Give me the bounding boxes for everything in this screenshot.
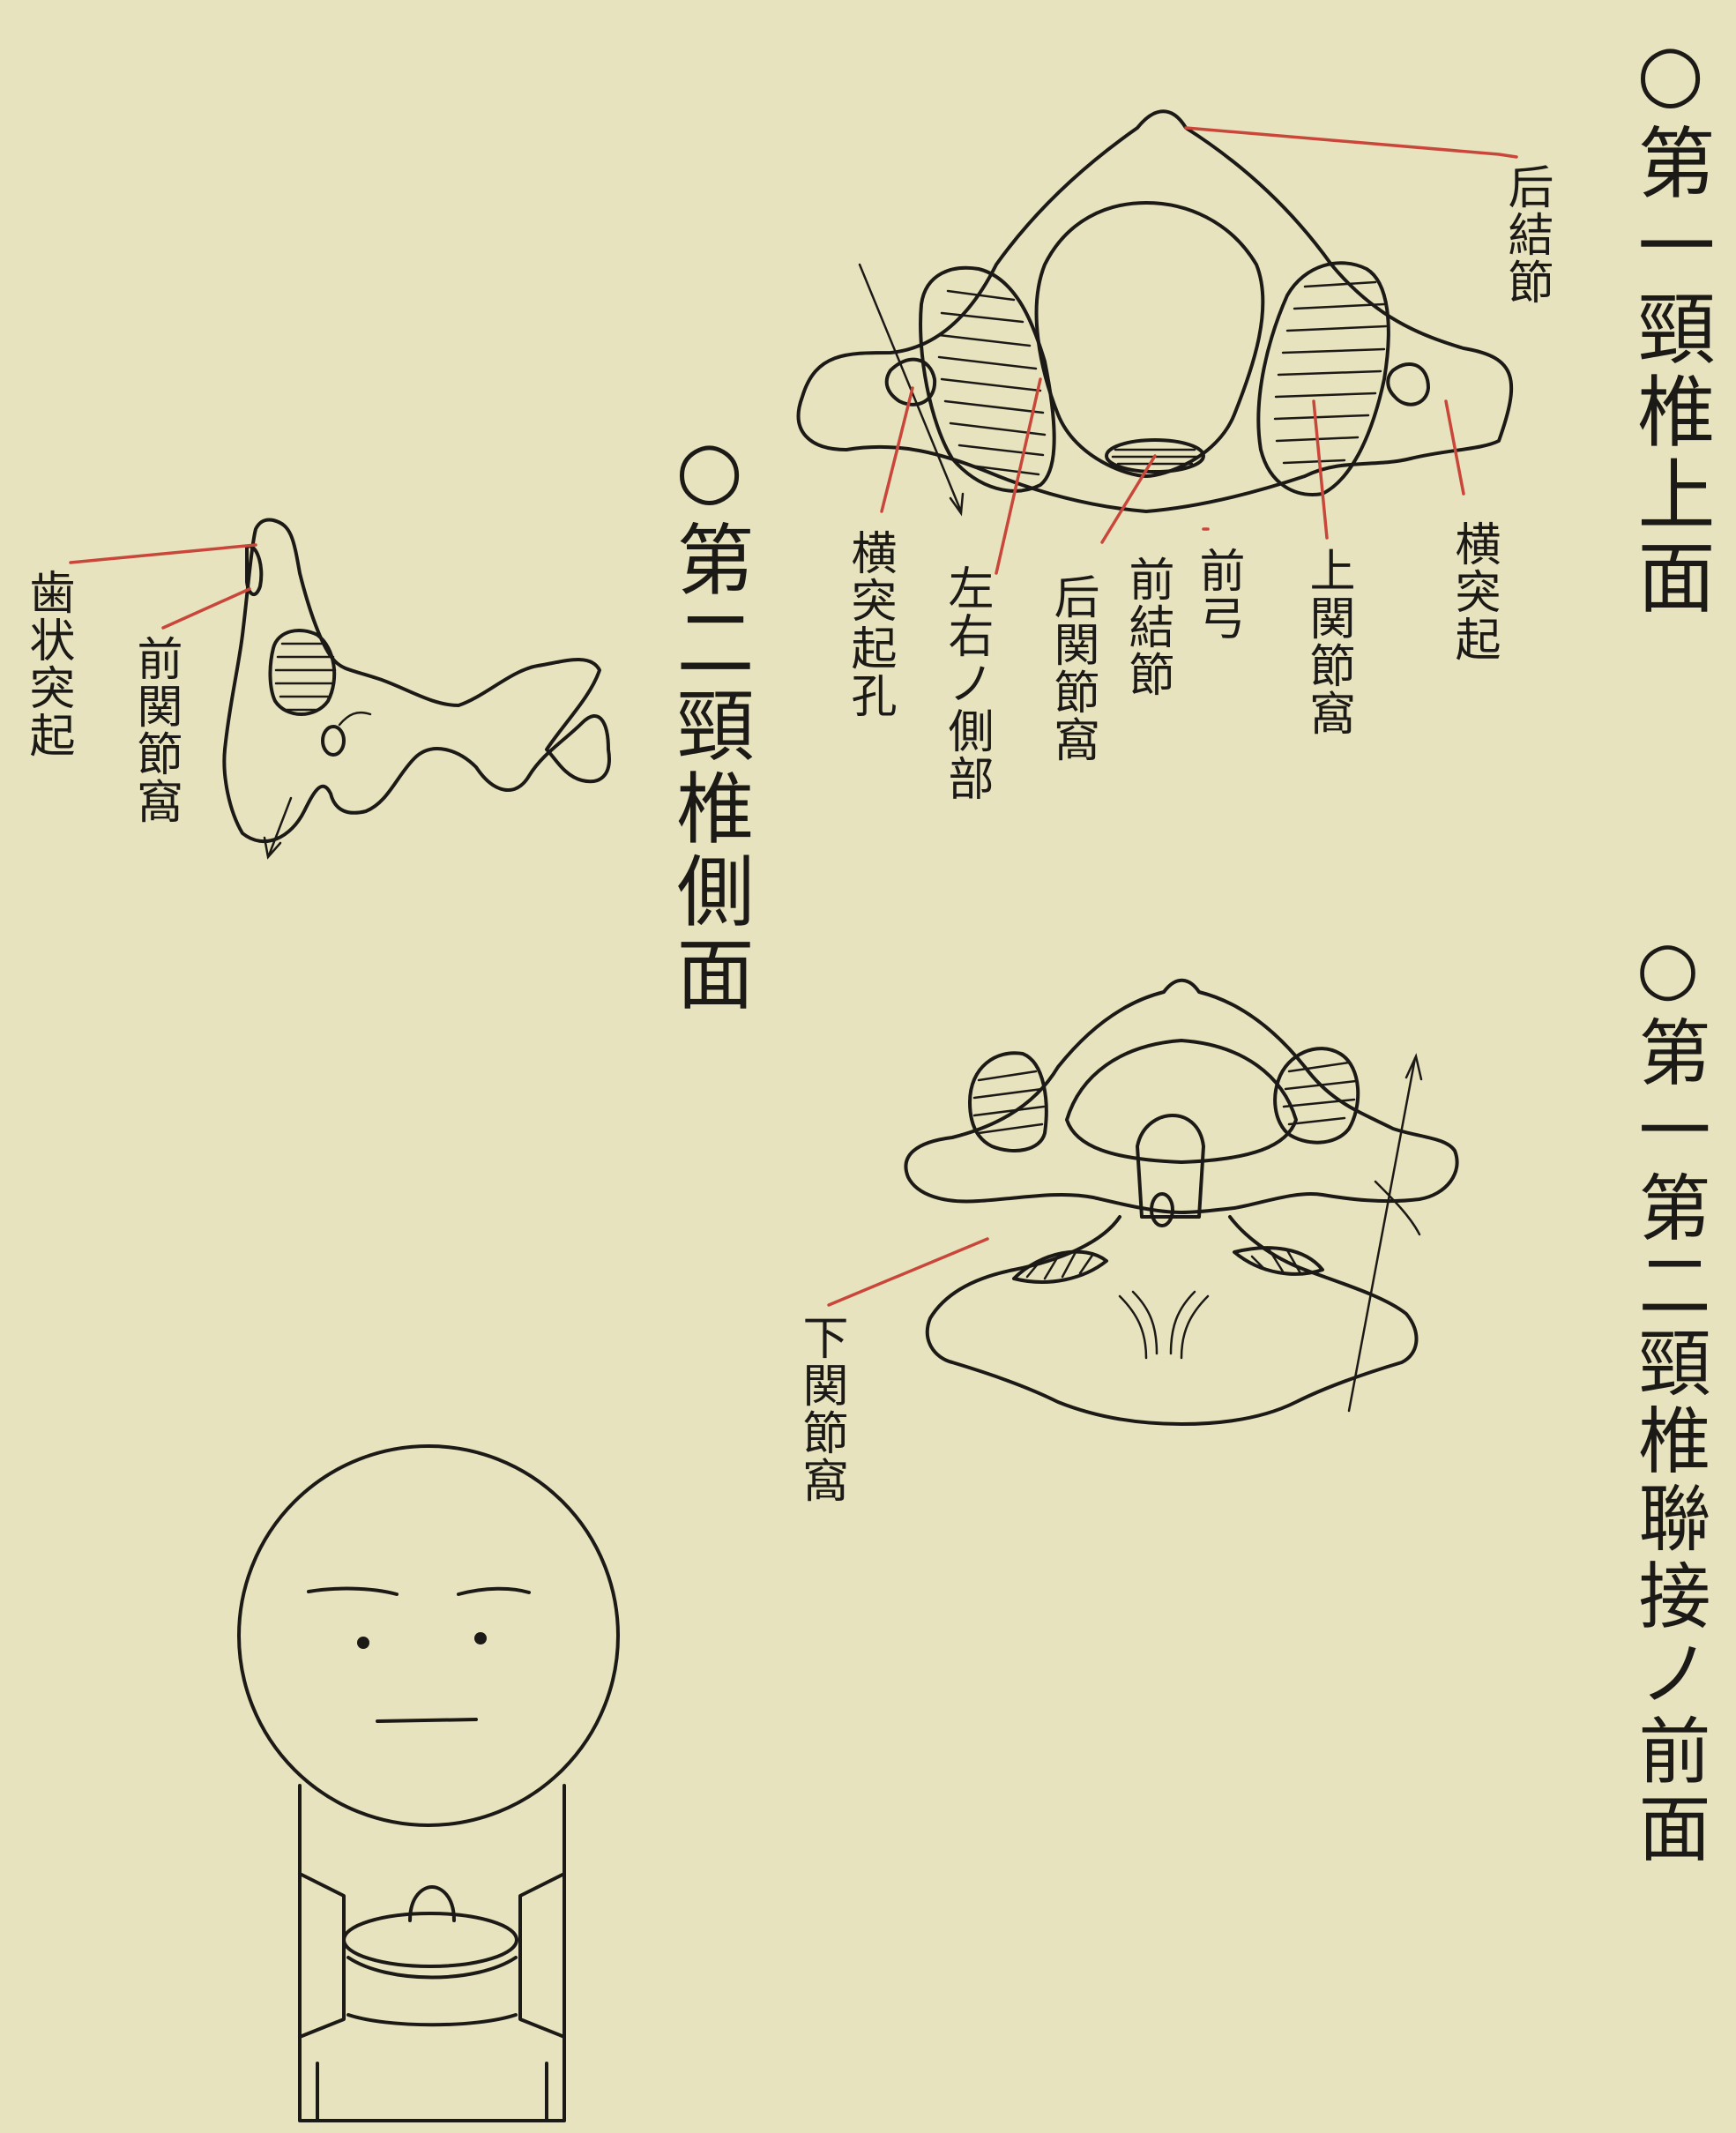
label-superior-articular-fossa: 上関節窩 — [1301, 547, 1354, 737]
axis-lateral-drawing — [222, 518, 611, 860]
label-lateral-mass: 左右ノ側部 — [940, 564, 993, 802]
axis-lateral-title: ○第二頸椎側面 — [664, 423, 755, 1017]
label-posterior-tubercle: 后結節 — [1500, 163, 1553, 306]
label-transverse-foramen: 横突起孔 — [843, 529, 896, 720]
atlas-axis-anterior-title: ○第一第二頸椎聯接ノ前面 — [1626, 926, 1710, 1868]
label-anterior-tubercle: 前結節 — [1121, 556, 1173, 698]
head-diagram — [237, 1444, 620, 2122]
leader-lines — [69, 126, 1518, 1307]
atlas-superior-drawing — [796, 109, 1514, 517]
label-inferior-articular-fossa: 下関節窩 — [794, 1314, 847, 1504]
label-posterior-articular-fossa: 后関節窩 — [1046, 573, 1099, 764]
label-dens: 歯状突起 — [21, 569, 74, 759]
atlas-axis-anterior-drawing — [904, 978, 1459, 1426]
label-anterior-arch: 前弓 — [1191, 547, 1244, 642]
atlas-superior-title: ○第一頸椎上面 — [1625, 26, 1716, 620]
label-anterior-articular-fossa: 前関節窩 — [129, 635, 182, 825]
label-transverse-process: 横突起 — [1447, 520, 1500, 663]
